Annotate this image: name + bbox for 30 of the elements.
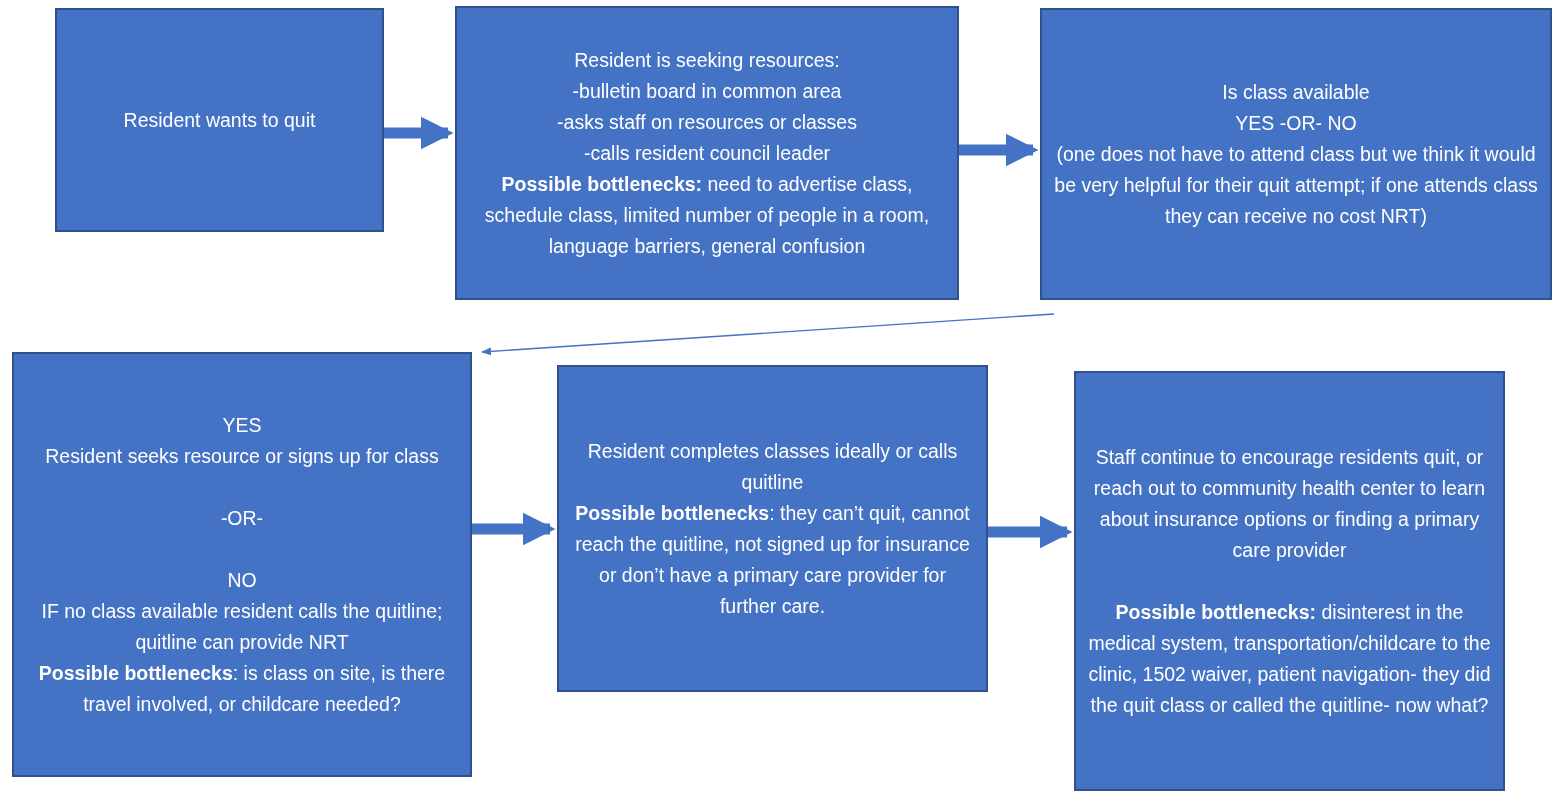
box-text: Staff continue to encourage residents quit, or reach out to community health center to learn about insurance options or finding a primary care provider: [1092, 444, 1487, 563]
arrow: [959, 133, 1039, 167]
box-text: (one does not have to attend class but we think it would be very helpful for their quit attempt; if one attends class they can receive no cost NRT): [1053, 141, 1539, 229]
box-text: Is class available: [1221, 79, 1371, 105]
box-text: Possible bottlenecks: is class on site, is there travel involved, or childcare needed?: [37, 660, 447, 717]
arrow: [472, 512, 556, 546]
arrow: [384, 116, 454, 150]
box-text: IF no class available resident calls the quitline; quitline can provide NRT: [40, 598, 444, 655]
box-text: Resident seeks resource or signs up for class: [44, 443, 440, 469]
arrow: [988, 515, 1073, 549]
box-text: YES -OR- NO: [1234, 110, 1358, 136]
process-box: [557, 365, 988, 692]
process-box: [12, 352, 472, 777]
box-text: NO: [226, 567, 258, 593]
arrow: [481, 313, 1055, 356]
box-text: Possible bottlenecks: disinterest in the medical system, transportation/childcare to the clinic, 1502 waiver, patient navigation- they did the quit class or called the quitline- now what?: [1087, 599, 1492, 718]
box-text: Resident completes classes ideally or calls quitline: [586, 438, 959, 495]
box-text: YES: [221, 412, 263, 438]
process-box: [455, 6, 959, 300]
box-text: Possible bottlenecks: need to advertise class, schedule class, limited number of people in a room, language barriers, general confusion: [483, 171, 931, 259]
box-text: -bulletin board in common area: [571, 78, 843, 104]
process-box: [55, 8, 384, 232]
process-box: [1040, 8, 1552, 300]
box-text: -asks staff on resources or classes: [556, 109, 858, 135]
box-text: -calls resident council leader: [582, 140, 831, 166]
box-text: -OR-: [219, 505, 265, 531]
process-box: [1074, 371, 1505, 791]
box-text: Resident is seeking resources:: [573, 47, 841, 73]
box-text: Resident wants to quit: [122, 107, 317, 133]
box-text: Possible bottlenecks: they can’t quit, cannot reach the quitline, not signed up for insurance or don’t have a primary care provider for further care.: [574, 500, 971, 619]
